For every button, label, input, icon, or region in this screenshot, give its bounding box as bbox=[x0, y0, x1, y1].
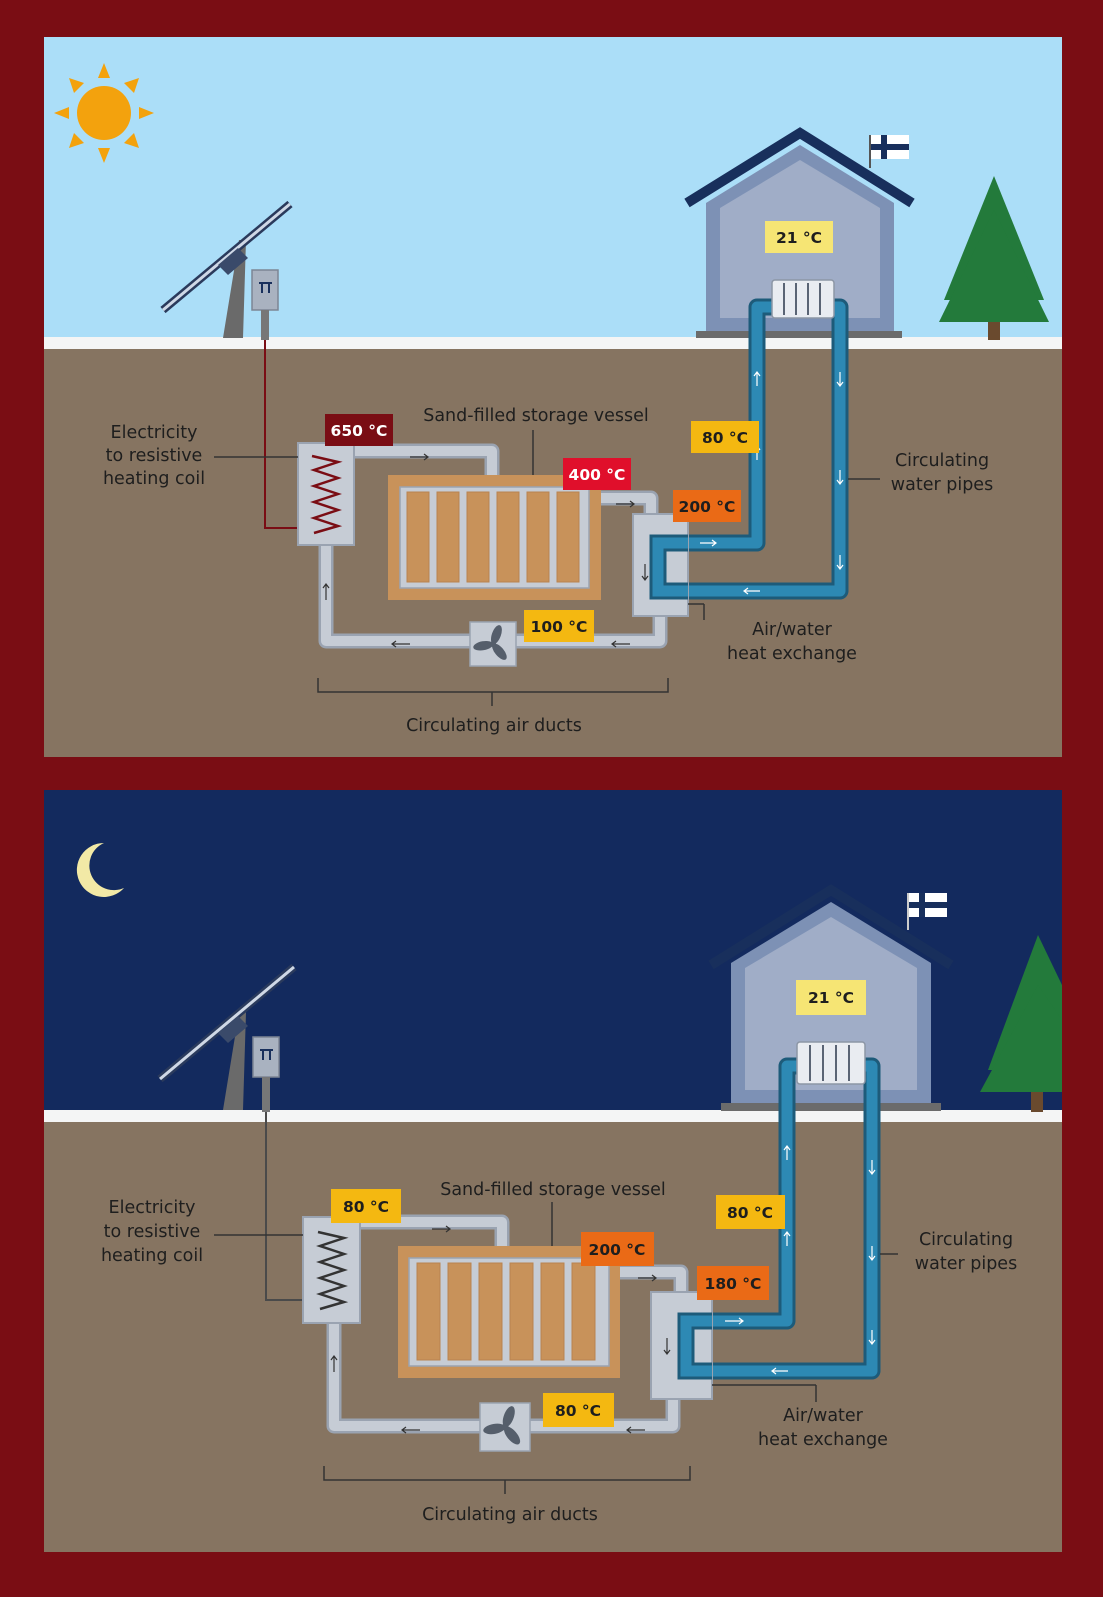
inverter-box-icon bbox=[252, 1036, 280, 1112]
snow-line bbox=[44, 337, 1062, 349]
svg-text:Air/water: Air/water bbox=[752, 620, 833, 640]
svg-text:200 °C: 200 °C bbox=[589, 1241, 646, 1259]
fan-icon bbox=[469, 621, 517, 667]
label-air-ducts: Circulating air ducts bbox=[422, 1505, 598, 1525]
label-water-pipes: Circulating water pipes bbox=[915, 1230, 1017, 1274]
svg-text:water pipes: water pipes bbox=[891, 475, 993, 495]
sand-storage-vessel bbox=[388, 475, 601, 600]
electric-wire bbox=[264, 340, 301, 529]
day-sky bbox=[44, 37, 1062, 337]
svg-text:Air/water: Air/water bbox=[783, 1406, 864, 1426]
svg-text:21 °C: 21 °C bbox=[776, 229, 822, 247]
svg-text:water pipes: water pipes bbox=[915, 1254, 1017, 1274]
svg-text:650 °C: 650 °C bbox=[331, 422, 388, 440]
svg-text:heating coil: heating coil bbox=[101, 1246, 203, 1266]
temp-badge-exchanger: 180 °C bbox=[697, 1266, 769, 1300]
svg-text:200 °C: 200 °C bbox=[679, 498, 736, 516]
solar-panel-icon bbox=[157, 963, 297, 1110]
svg-text:Electricity: Electricity bbox=[109, 1198, 196, 1218]
temp-badge-vessel: 200 °C bbox=[581, 1232, 654, 1266]
svg-text:180 °C: 180 °C bbox=[705, 1275, 762, 1293]
svg-text:Circulating: Circulating bbox=[895, 451, 989, 471]
svg-text:heating coil: heating coil bbox=[103, 469, 205, 489]
label-electricity: Electricity to resistive heating coil bbox=[101, 1198, 203, 1266]
svg-text:heat exchange: heat exchange bbox=[758, 1430, 888, 1450]
temp-badge-house: 21 °C bbox=[796, 980, 866, 1015]
inverter-box-icon bbox=[251, 269, 279, 340]
tree-icon bbox=[980, 935, 1062, 1112]
leader-lines bbox=[214, 430, 880, 706]
sand-storage-vessel bbox=[398, 1246, 620, 1378]
label-water-pipes: Circulating water pipes bbox=[891, 451, 993, 495]
sun-icon bbox=[54, 63, 154, 163]
temp-badge-fan: 80 °C bbox=[543, 1393, 614, 1427]
night-panel: 21 °C 80 °C 200 °C 180 °C 80 °C 80 °C El… bbox=[44, 790, 1062, 1552]
heating-coil-box bbox=[297, 442, 355, 546]
temp-badge-water: 80 °C bbox=[691, 421, 759, 453]
temp-badge-fan: 100 °C bbox=[524, 610, 594, 642]
svg-text:80 °C: 80 °C bbox=[555, 1402, 601, 1420]
label-vessel: Sand-filled storage vessel bbox=[440, 1180, 666, 1200]
snow-line bbox=[44, 1110, 1062, 1122]
heat-exchanger-box bbox=[650, 1291, 713, 1400]
svg-text:heat exchange: heat exchange bbox=[727, 644, 857, 664]
solar-panel-icon bbox=[160, 200, 293, 338]
svg-text:80 °C: 80 °C bbox=[702, 429, 748, 447]
svg-text:to resistive: to resistive bbox=[104, 1222, 201, 1242]
temp-badge-water: 80 °C bbox=[716, 1195, 785, 1229]
svg-text:Electricity: Electricity bbox=[111, 423, 198, 443]
temp-badge-heater: 80 °C bbox=[331, 1189, 401, 1223]
svg-text:to resistive: to resistive bbox=[106, 446, 203, 466]
label-electricity: Electricity to resistive heating coil bbox=[103, 423, 205, 489]
day-panel: 21 °C 650 °C 400 °C 200 °C 80 °C 100 °C … bbox=[44, 37, 1062, 757]
heat-exchanger-box bbox=[632, 513, 689, 617]
radiator-icon bbox=[771, 279, 835, 319]
electric-wire bbox=[265, 1112, 304, 1301]
temp-badge-vessel: 400 °C bbox=[563, 458, 631, 490]
label-exchange: Air/water heat exchange bbox=[727, 620, 857, 664]
coil-icon bbox=[316, 1230, 349, 1311]
temp-badge-heater: 650 °C bbox=[325, 414, 393, 446]
svg-text:80 °C: 80 °C bbox=[343, 1198, 389, 1216]
label-air-ducts: Circulating air ducts bbox=[406, 716, 582, 736]
finnish-flag-icon bbox=[871, 135, 909, 159]
radiator-icon bbox=[796, 1041, 866, 1085]
svg-text:21 °C: 21 °C bbox=[808, 989, 854, 1007]
fan-icon bbox=[479, 1402, 531, 1452]
label-exchange: Air/water heat exchange bbox=[758, 1406, 888, 1450]
temp-badge-exchanger: 200 °C bbox=[673, 490, 741, 522]
tree-icon bbox=[939, 176, 1049, 340]
flow-arrows bbox=[330, 1145, 876, 1434]
leader-lines bbox=[214, 1202, 898, 1494]
svg-text:80 °C: 80 °C bbox=[727, 1204, 773, 1222]
svg-text:400 °C: 400 °C bbox=[569, 466, 626, 484]
temp-badge-house: 21 °C bbox=[765, 221, 833, 253]
coil-icon bbox=[310, 454, 343, 535]
finnish-flag-icon bbox=[909, 893, 947, 917]
heating-coil-box bbox=[302, 1216, 361, 1324]
label-vessel: Sand-filled storage vessel bbox=[423, 406, 649, 426]
svg-text:100 °C: 100 °C bbox=[531, 618, 588, 636]
moon-icon bbox=[76, 842, 124, 897]
svg-text:Circulating: Circulating bbox=[919, 1230, 1013, 1250]
